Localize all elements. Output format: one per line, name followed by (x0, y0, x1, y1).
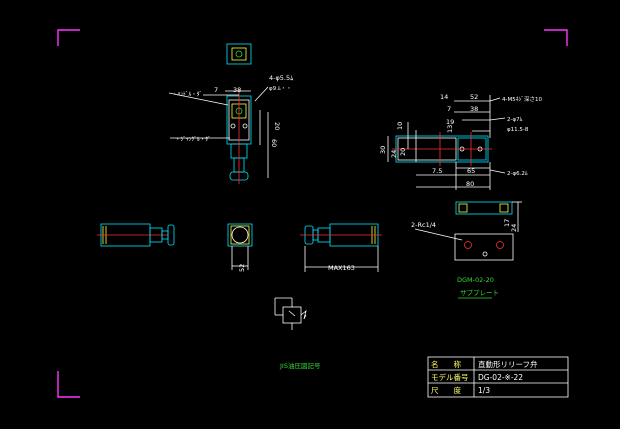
subplate: 17 24 2-Rc1/4 DGM-02-20 サブプレート (411, 201, 522, 299)
right-side-view: MAX163 (300, 223, 382, 272)
dim-75: 7.5 (432, 167, 442, 175)
dim-19: 19 (446, 118, 454, 126)
dim-o7: 2-φ7ﾑ (507, 117, 523, 123)
dim-30: 30 (379, 146, 387, 154)
dim-52: 52 (470, 93, 478, 101)
dim-holes-top: 4-φ5.5ﾑ (269, 74, 294, 82)
title-block-value-1: DG-02-※-22 (478, 373, 523, 382)
frame-corner-marks (57, 29, 568, 398)
dim-o62: 2-φ6.2ﾑ (507, 171, 528, 177)
subplate-model: DGM-02-20 (457, 276, 494, 284)
label-adjust: ・ｼﾞｬﾝｸﾞﾙ・ﾀﾞ (175, 136, 211, 143)
dim-65: 65 (467, 167, 475, 175)
title-block-value-0: 直動形リリーフ弁 (478, 359, 538, 369)
dim-rc: 2-Rc1/4 (411, 221, 436, 229)
dim-20-top: 20 (273, 122, 281, 130)
dim-24: 24 (390, 150, 398, 158)
dim-max163: MAX163 (328, 264, 355, 272)
label-handle: ・ﾊﾝﾄﾞﾙ・ﾀﾞ (172, 91, 202, 98)
dim-13: 13 (446, 125, 454, 133)
dim-m5: 4-M5ﾈｼﾞ深さ10 (502, 95, 542, 103)
dim-38-top: 38 (233, 86, 241, 94)
dim-7: 7 (447, 105, 451, 113)
dim-14: 14 (440, 93, 448, 101)
right-detail-view: 14 52 7 38 19 13 4-M5ﾈｼﾞ深さ10 2-φ7ﾑ φ11.5… (379, 93, 542, 190)
dim-10: 10 (396, 122, 404, 130)
top-view: ・ﾊﾝﾄﾞﾙ・ﾀﾞ ・ｼﾞｬﾝｸﾞﾙ・ﾀﾞ 7 38 4-φ5.5ﾑ φ9.ﾑ・… (168, 43, 294, 184)
dim-24-sub: 24 (510, 224, 518, 232)
dim-60-top: 60 (270, 139, 278, 147)
title-block-label-1: モデル番号 (431, 372, 469, 382)
dim-20: 20 (399, 148, 407, 156)
front-view: 52 (227, 223, 253, 272)
dim-38: 38 (470, 105, 478, 113)
title-block: 名 称 直動形リリーフ弁 モデル番号 DG-02-※-22 尺 度 1/3 (427, 356, 569, 398)
dim-7-top: 7 (214, 86, 218, 94)
title-block-label-2: 尺 度 (431, 385, 461, 395)
subplate-name: サブプレート (460, 288, 499, 297)
dim-52-front: 52 (238, 264, 246, 272)
title-block-label-0: 名 称 (431, 359, 461, 369)
left-side-view (97, 223, 175, 247)
jis-caption: JIS油圧図記号 (279, 361, 321, 370)
jis-symbol: JIS油圧図記号 (274, 297, 321, 370)
dim-holes-sub: φ9.ﾑ・・ (269, 86, 292, 92)
dim-17-sub: 17 (503, 219, 511, 227)
title-block-value-2: 1/3 (478, 386, 490, 395)
dim-80: 80 (466, 180, 474, 188)
dim-o11: φ11.5-8 (507, 127, 529, 133)
